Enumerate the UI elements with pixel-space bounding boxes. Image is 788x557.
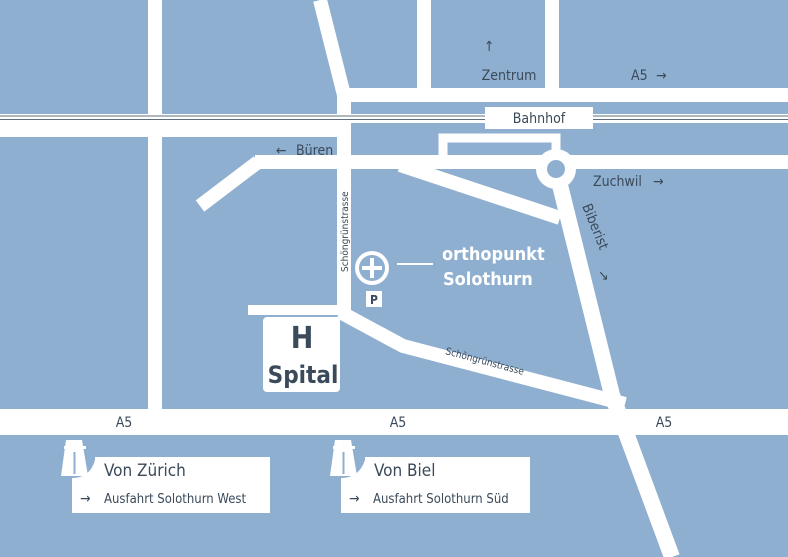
road-hospital-spur (248, 305, 348, 315)
exit-biel-arrow: → (349, 491, 360, 507)
road-schoengruen-vertical (337, 88, 351, 310)
bueren-label: Büren (296, 143, 333, 159)
motorway-icon (61, 440, 88, 476)
bahnhof-box (485, 107, 593, 129)
road-top-vertical-1 (417, 0, 431, 96)
exit-zuerich-arrow: → (80, 491, 91, 507)
zentrum-label: Zentrum (482, 68, 537, 84)
arrow-right-a5: → (656, 68, 667, 84)
exit-zuerich-text: Ausfahrt Solothurn West (104, 492, 246, 507)
a5-right-label: A5 (656, 415, 673, 431)
exit-sign-zuerich: Von Zürich → Ausfahrt Solothurn West (61, 440, 270, 513)
poi-name-line1: orthopunkt (442, 244, 545, 265)
road-left-horizontal (0, 123, 351, 137)
arrow-left-bueren: ← (276, 143, 287, 159)
zuchwil-label: Zuchwil (593, 174, 642, 190)
exit-sign-biel: Von Biel → Ausfahrt Solothurn Süd (330, 440, 530, 513)
road-bueren-zuchwil (255, 155, 788, 169)
arrow-down-right-biberist: ↘ (598, 268, 609, 284)
roundabout-island (547, 160, 565, 178)
plus-circle-icon (355, 251, 389, 285)
hospital-box (263, 317, 340, 392)
road-bueren-diagonal (195, 156, 263, 212)
parking-icon: P (370, 293, 378, 307)
exit-biel-title: Von Biel (374, 461, 435, 481)
road-top-diagonal (313, 0, 351, 97)
road-top-vertical-2 (545, 0, 559, 96)
railway (0, 114, 788, 123)
hospital-label: Spital (268, 361, 339, 389)
exit-sign-zuerich-bg (72, 457, 270, 513)
road-diagonal-to-biberist (397, 158, 563, 225)
a5-left-label: A5 (116, 415, 133, 431)
road-zentrum-horizontal (337, 88, 788, 102)
arrow-right-zuchwil: → (653, 174, 664, 190)
a5-top-label: A5 (631, 68, 648, 84)
a5-mid-label: A5 (390, 415, 407, 431)
road-a5-motorway (0, 409, 788, 435)
exit-sign-biel-bg (341, 457, 530, 513)
arrow-up-zentrum: ↑ (484, 39, 495, 55)
poi-name-line2: Solothurn (443, 269, 533, 290)
exit-zuerich-title: Von Zürich (104, 461, 186, 481)
parking-box (366, 291, 382, 307)
road-left-vertical (148, 0, 162, 420)
road-schoengruen-diagonal (336, 305, 627, 411)
schoengruen-vertical-label: Schöngrünstrasse (340, 191, 351, 272)
motorway-icon (330, 440, 357, 476)
hospital-symbol: H (291, 321, 314, 356)
exit-biel-text: Ausfahrt Solothurn Süd (373, 492, 509, 507)
bahnhof-label: Bahnhof (513, 111, 566, 127)
